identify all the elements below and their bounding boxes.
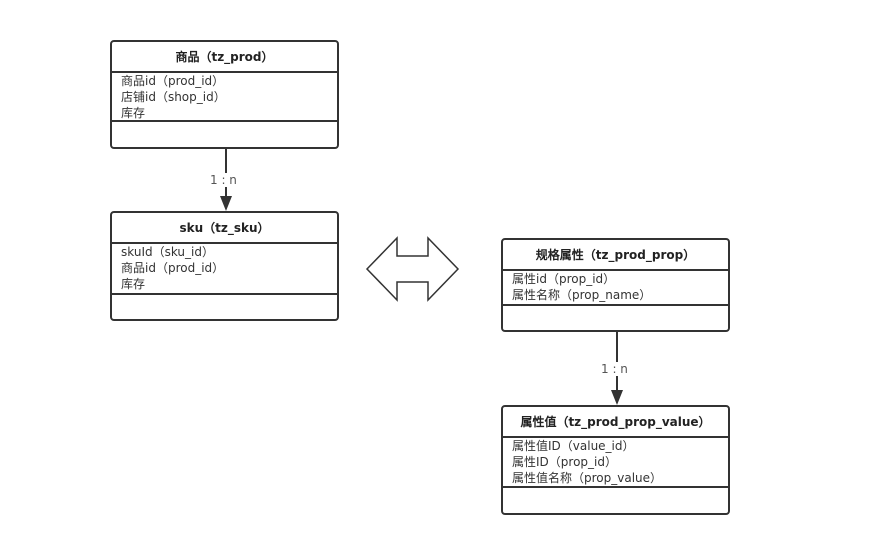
attribute: 库存 [121,106,146,120]
attribute: 属性ID（prop_id） [512,455,617,469]
relation-label-prop-value: 1 : n [599,362,630,376]
entity-title: 属性值（tz_prod_prop_value） [503,407,728,438]
attribute: 店铺id（shop_id） [121,90,226,104]
entity-tz-prod-prop-value[interactable]: 属性值（tz_prod_prop_value） 属性值ID（value_id） … [501,405,730,515]
entity-attributes: 属性值ID（value_id） 属性ID（prop_id） 属性值名称（prop… [503,438,728,488]
attribute: 商品id（prod_id） [121,74,225,88]
entity-title: 商品（tz_prod） [112,42,337,73]
entity-attributes: 商品id（prod_id） 店铺id（shop_id） 库存 [112,73,337,122]
entity-tz-sku[interactable]: sku（tz_sku） skuId（sku_id） 商品id（prod_id） … [110,211,339,321]
relation-arrow-prop-value [611,331,623,405]
entity-tz-prod-prop[interactable]: 规格属性（tz_prod_prop） 属性id（prop_id） 属性名称（pr… [501,238,730,332]
attribute: 属性名称（prop_name） [512,288,652,302]
entity-tz-prod[interactable]: 商品（tz_prod） 商品id（prod_id） 店铺id（shop_id） … [110,40,339,149]
attribute: 属性值ID（value_id） [512,439,635,453]
entity-title: sku（tz_sku） [112,213,337,244]
relation-label-prod-sku: 1 : n [208,173,239,187]
attribute: 库存 [121,277,146,291]
entity-title: 规格属性（tz_prod_prop） [503,240,728,271]
double-arrow-icon [365,236,460,302]
attribute: 商品id（prod_id） [121,261,225,275]
entity-attributes: 属性id（prop_id） 属性名称（prop_name） [503,271,728,306]
attribute: 属性id（prop_id） [512,272,616,286]
entity-attributes: skuId（sku_id） 商品id（prod_id） 库存 [112,244,337,295]
attribute: 属性值名称（prop_value） [512,471,663,485]
attribute: skuId（sku_id） [121,245,214,259]
